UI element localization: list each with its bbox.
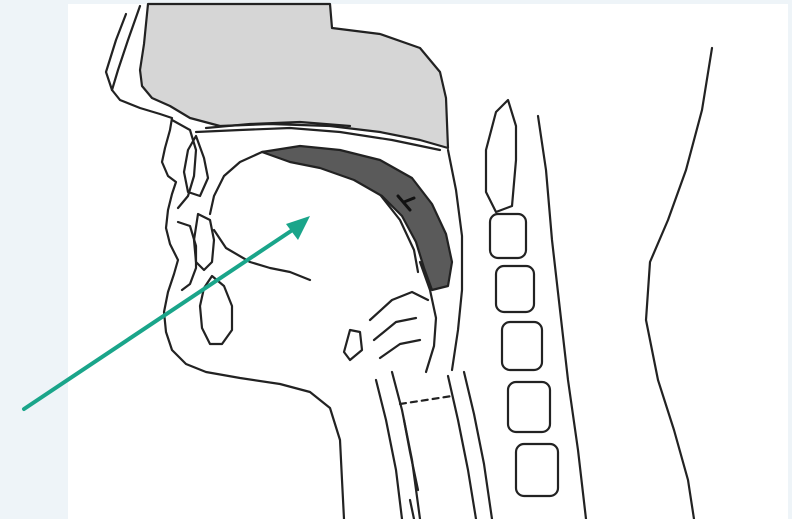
esophagus <box>448 372 492 519</box>
soft-palate <box>262 146 452 290</box>
airway-dashes <box>400 396 452 404</box>
laryngeal-cartilage <box>404 420 418 519</box>
vertebra-c5 <box>508 382 550 432</box>
vertebra-c3 <box>496 266 534 312</box>
arrow-shaft <box>24 229 294 409</box>
upper-lip <box>172 120 196 208</box>
pointer-arrow <box>24 216 310 409</box>
trachea <box>376 372 420 519</box>
larynx-folds <box>370 292 428 358</box>
upper-teeth <box>184 136 208 196</box>
arrow-head <box>286 216 310 240</box>
dens-odontoid <box>486 100 516 212</box>
vertebra-c2 <box>490 214 526 258</box>
vertebra-c4 <box>502 322 542 370</box>
hyoid <box>344 330 362 360</box>
neck-back-contour <box>646 48 712 519</box>
spine-posterior <box>538 116 586 519</box>
lower-lip <box>178 222 196 290</box>
nasal-cavity <box>140 4 448 148</box>
vertebra-c6 <box>516 444 558 496</box>
